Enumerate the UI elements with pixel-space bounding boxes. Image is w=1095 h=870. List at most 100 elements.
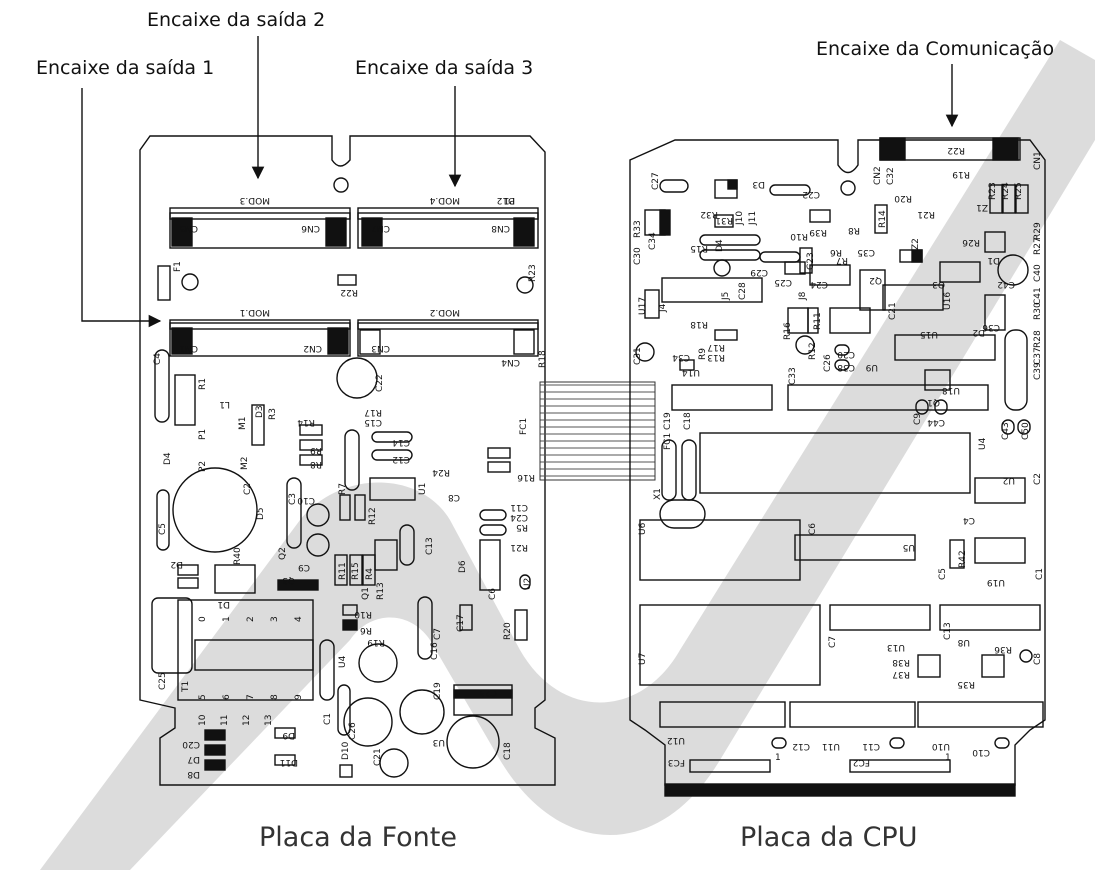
transformer-pin-label: 9 xyxy=(294,694,304,700)
cpu-component-label: R13 xyxy=(707,352,725,362)
cpu-component-label: C9 xyxy=(913,413,923,425)
cpu-component-label: CN1 xyxy=(1033,151,1043,170)
power-component-label: D9 xyxy=(282,730,295,740)
power-component-label: C2 xyxy=(243,483,253,495)
cpu-component-label: R42 xyxy=(958,550,968,568)
cpu-component-label: C5 xyxy=(938,568,948,580)
transformer-pin-label: 7 xyxy=(246,694,256,700)
power-component-label: R16 xyxy=(517,472,535,482)
cpu-component-label: C2 xyxy=(1033,473,1043,485)
power-component-label: D12 xyxy=(497,195,515,205)
power-component-label: C26 xyxy=(348,722,358,740)
cpu-component-label: R7 xyxy=(836,255,848,265)
cpu-component-label: R18 xyxy=(690,319,708,329)
power-component-label: P1 xyxy=(504,195,515,205)
ribbon-cable xyxy=(539,381,656,481)
cpu-component-label: C29 xyxy=(750,267,768,277)
callout-saida-1: Encaixe da saída 1 xyxy=(36,57,215,79)
cpu-component-label: J8 xyxy=(798,291,808,301)
cpu-component-label: Q3 xyxy=(932,279,945,289)
power-component-label: U2 xyxy=(523,578,533,590)
power-component-label: C15 xyxy=(364,417,382,427)
power-component-label: R20 xyxy=(503,622,513,640)
power-component-label: C5 xyxy=(158,523,168,535)
cpu-component-label: R11 xyxy=(813,312,823,330)
power-component-label: D10 xyxy=(341,741,351,760)
cpu-component-label: C40 xyxy=(1033,264,1043,282)
cpu-component-label: R25 xyxy=(1014,182,1024,200)
cpu-component-label: U11 xyxy=(822,741,840,751)
power-component-label: R18 xyxy=(538,350,548,368)
cpu-component-label: J11 xyxy=(748,211,758,226)
cpu-component-label: R36 xyxy=(994,644,1012,654)
power-component-label: C8 xyxy=(448,492,460,502)
power-component-label: C1 xyxy=(323,713,333,725)
power-component-label: C7 xyxy=(433,628,443,640)
power-component-label: R9 xyxy=(310,445,322,455)
power-component-label: C6 xyxy=(488,588,498,600)
cpu-board-outline xyxy=(629,139,1046,786)
cpu-component-label: C41 xyxy=(1033,287,1043,305)
cpu-component-label: R9 xyxy=(698,348,708,360)
cpu-component-label: U16 xyxy=(943,292,953,310)
power-component-label: R5 xyxy=(516,522,528,532)
power-component-label: C4 xyxy=(153,353,163,365)
cpu-component-label: U19 xyxy=(987,577,1005,587)
power-component-label: R22 xyxy=(340,287,358,297)
cpu-component-label: U14 xyxy=(682,367,700,377)
cpu-component-label: Z1 xyxy=(976,202,988,212)
cpu-component-label: R24 xyxy=(1001,182,1011,200)
power-component-label: D5 xyxy=(256,507,266,520)
power-board xyxy=(139,135,556,786)
power-component-label: U4 xyxy=(338,655,348,668)
power-component-label: R23 xyxy=(528,264,538,282)
callout-saida-2: Encaixe da saída 2 xyxy=(147,9,326,31)
cpu-component-label: R27 xyxy=(1033,237,1043,255)
cpu-component-label: R26 xyxy=(962,237,980,247)
cpu-component-label: C43 xyxy=(1001,422,1011,440)
power-component-label: M1 xyxy=(238,417,248,431)
cpu-component-label: C10 xyxy=(972,747,990,757)
power-component-label: C18 xyxy=(503,742,513,760)
cpu-component-label: D3 xyxy=(752,179,765,189)
transformer-pin-label: 8 xyxy=(270,694,280,700)
power-component-label: C23 xyxy=(479,687,497,697)
power-component-label: C14 xyxy=(392,437,410,447)
power-component-label: C12 xyxy=(392,454,410,464)
pin-label: 11 xyxy=(220,715,230,726)
power-component-label: M2 xyxy=(240,457,250,471)
cpu-component-label: R28 xyxy=(1033,330,1043,348)
cpu-component-label: C39 xyxy=(1033,362,1043,380)
pin-label: 12 xyxy=(242,715,252,726)
cpu-component-label: C13 xyxy=(943,622,953,640)
cpu-component-label: C8 xyxy=(1033,653,1043,665)
power-component-label: C21 xyxy=(373,748,383,766)
connector-label: CN8 xyxy=(491,223,510,233)
power-component-label: P2 xyxy=(198,461,208,472)
cpu-component-label: C50 xyxy=(1021,422,1031,440)
power-component-label: R15 xyxy=(351,562,361,580)
connector-label: CN5 xyxy=(179,223,198,233)
module-label: MOD.4 xyxy=(429,195,460,205)
cpu-component-label: C1 xyxy=(1035,568,1045,580)
power-component-label: R8 xyxy=(310,459,322,469)
power-component-label: D6 xyxy=(458,560,468,573)
power-component-label: C13 xyxy=(425,537,435,555)
pin-label: 10 xyxy=(198,714,208,726)
power-component-label: R4 xyxy=(365,568,375,580)
power-component-label: R17 xyxy=(364,407,382,417)
cpu-component-label: C34 xyxy=(672,352,690,362)
power-component-label: P1 xyxy=(198,429,208,440)
cpu-component-label: R6 xyxy=(830,247,842,257)
cpu-component-label: R8 xyxy=(848,225,860,235)
cpu-component-label: R23 xyxy=(988,182,998,200)
cpu-component-label: R14 xyxy=(878,210,888,228)
cpu-component-label: J4 xyxy=(658,303,668,313)
cpu-component-label: C34 xyxy=(648,232,658,250)
cpu-component-label: R31 xyxy=(715,215,733,225)
power-component-label: D7 xyxy=(187,754,200,764)
power-component-label: C11 xyxy=(510,502,528,512)
power-component-label: Q3 xyxy=(282,575,295,585)
power-component-label: R21 xyxy=(510,542,528,552)
